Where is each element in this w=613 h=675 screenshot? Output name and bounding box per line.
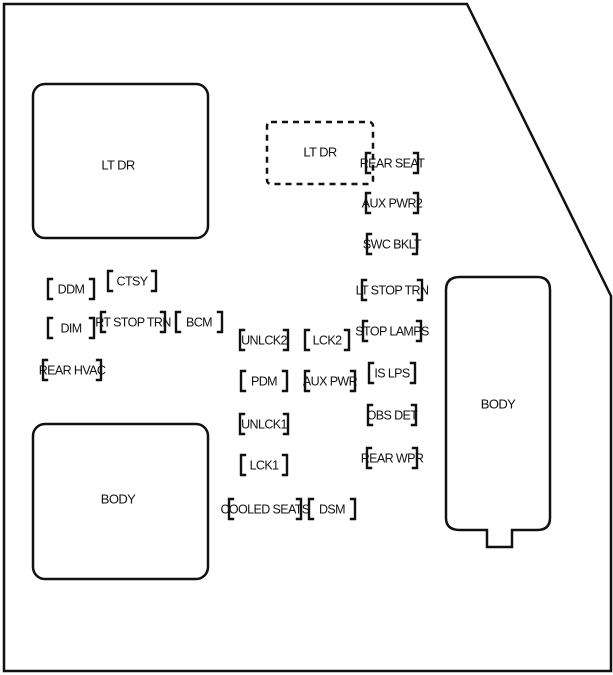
fuse-label: BCM — [186, 315, 212, 329]
fuse-bracket-left — [364, 191, 372, 215]
fuse-label: COOLED SEATS — [220, 502, 309, 516]
body-left-block: BODY — [31, 422, 210, 581]
fuse-rear-hvac: REAR HVAC — [39, 358, 106, 382]
fuse-is-lps: IS LPS — [367, 361, 417, 385]
fuse-dim: DIM — [46, 316, 96, 340]
body-right-block-label: BODY — [481, 396, 516, 411]
fuse-aux-pwr: AUX PWR — [303, 369, 358, 393]
fuse-bracket-left — [46, 316, 54, 340]
fuse-lck1: LCK1 — [239, 453, 289, 477]
fuse-bracket-left — [303, 369, 311, 393]
fuse-bracket-left — [174, 310, 182, 334]
lt-dr-block-label: LT DR — [101, 157, 135, 172]
fuse-bracket-left — [227, 497, 235, 521]
fuse-bracket-right — [410, 403, 418, 427]
fuse-label: DSM — [319, 502, 345, 516]
lt-dr-dashed-block-label: LT DR — [303, 144, 337, 159]
fuse-bracket-left — [365, 232, 373, 256]
fuse-bracket-left — [239, 369, 247, 393]
fuse-bracket-right — [282, 328, 290, 352]
fuse-bracket-left — [99, 310, 107, 334]
fuse-aux-pwr2: AUX PWR2 — [362, 191, 423, 215]
fuse-bracket-right — [295, 497, 303, 521]
fuse-bracket-right — [409, 361, 417, 385]
fuse-bracket-right — [216, 310, 224, 334]
fuse-unlck2: UNLCK2 — [238, 328, 290, 352]
fuse-bracket-right — [88, 277, 96, 301]
fuse-bracket-right — [95, 358, 103, 382]
fuse-obs-det: OBS DET — [366, 403, 419, 427]
fuse-bracket-left — [239, 453, 247, 477]
fuse-ctsy: CTSY — [106, 269, 158, 293]
fuse-label: RT STOP TRN — [95, 315, 171, 329]
fuse-bracket-right — [281, 453, 289, 477]
lt-dr-block: LT DR — [31, 82, 210, 240]
fuse-bracket-left — [367, 361, 375, 385]
fuse-bracket-right — [349, 369, 357, 393]
fuse-bracket-left — [307, 497, 315, 521]
fuse-bracket-right — [159, 310, 167, 334]
fuse-bracket-right — [88, 316, 96, 340]
fuse-bracket-left — [361, 319, 369, 343]
fuse-label: REAR WPR — [361, 451, 424, 465]
fuse-stop-lamps: STOP LAMPS — [355, 319, 430, 343]
fuse-bracket-left — [365, 446, 373, 470]
fuse-bracket-right — [150, 269, 158, 293]
fuse-lck2: LCK2 — [303, 328, 351, 352]
fuse-label: AUX PWR — [303, 374, 358, 388]
fuse-bcm: BCM — [174, 310, 224, 334]
fuse-bracket-right — [349, 497, 357, 521]
fuse-label: LT STOP TRN — [356, 283, 429, 297]
body-left-block-label: BODY — [101, 491, 136, 506]
fuse-label: REAR HVAC — [39, 363, 106, 377]
fuse-bracket-right — [416, 278, 424, 302]
fuse-label: REAR SEAT — [360, 156, 425, 170]
fuse-ddm: DDM — [46, 277, 96, 301]
fuse-bracket-left — [366, 403, 374, 427]
fuse-label: IS LPS — [374, 366, 410, 380]
fuse-bracket-left — [360, 278, 368, 302]
fuse-bracket-left — [238, 412, 246, 436]
fuse-rt-stop-trn: RT STOP TRN — [95, 310, 172, 334]
fuse-label: DDM — [58, 282, 85, 296]
fuse-pdm: PDM — [239, 369, 289, 393]
fuse-bracket-left — [46, 277, 54, 301]
fuse-label: OBS DET — [367, 408, 419, 422]
fuse-label: UNLCK1 — [241, 417, 287, 431]
fuse-rear-wpr: REAR WPR — [361, 446, 424, 470]
fuse-label: SWC BKLT — [363, 237, 422, 251]
fuse-bracket-left — [238, 328, 246, 352]
fuse-label: LCK2 — [313, 333, 343, 347]
fuse-bracket-left — [41, 358, 49, 382]
fuse-swc-bklt: SWC BKLT — [363, 232, 423, 256]
fuse-label: PDM — [251, 374, 277, 388]
fuse-label: UNLCK2 — [241, 333, 287, 347]
body-right-block: BODY — [444, 275, 552, 549]
fuse-rear-seat: REAR SEAT — [360, 151, 426, 175]
fuse-label: STOP LAMPS — [355, 324, 429, 338]
fuse-label: DIM — [60, 321, 81, 335]
fuse-bracket-right — [415, 319, 423, 343]
fuse-bracket-right — [282, 412, 290, 436]
fuse-label: LCK1 — [250, 458, 280, 472]
fuse-unlck1: UNLCK1 — [238, 412, 290, 436]
fuse-bracket-right — [281, 369, 289, 393]
fuse-bracket-right — [412, 151, 420, 175]
fuse-bracket-right — [411, 232, 419, 256]
fuse-bracket-left — [303, 328, 311, 352]
fuse-bracket-right — [411, 446, 419, 470]
fuse-label: AUX PWR2 — [362, 196, 423, 210]
fuse-label: CTSY — [117, 274, 149, 288]
fuse-bracket-left — [364, 151, 372, 175]
fuse-bracket-left — [106, 269, 114, 293]
fuse-lt-stop-trn: LT STOP TRN — [356, 278, 430, 302]
fuse-bracket-right — [412, 191, 420, 215]
fuse-bracket-right — [343, 328, 351, 352]
lt-dr-dashed-block: LT DR — [265, 120, 375, 186]
fuse-cooled-seats: COOLED SEATS — [220, 497, 310, 521]
fuse-dsm: DSM — [307, 497, 357, 521]
